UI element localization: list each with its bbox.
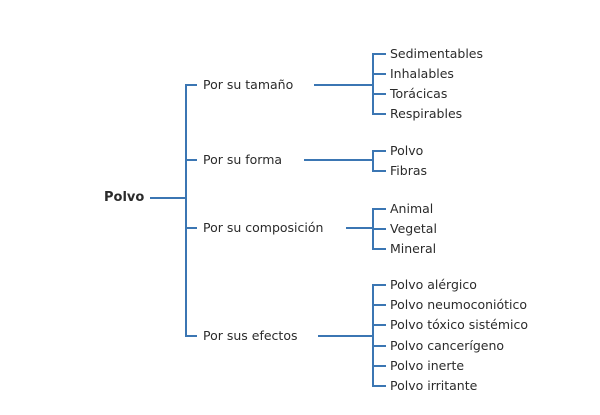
leaf-item: Respirables <box>390 106 463 121</box>
leaf-item: Polvo alérgico <box>390 277 477 292</box>
leaf-item: Inhalables <box>390 66 454 81</box>
leaf-item: Animal <box>390 201 434 216</box>
leaf-item: Torácicas <box>390 86 448 101</box>
leaf-item: Polvo neumoconiótico <box>390 297 528 312</box>
leaf-item: Polvo inerte <box>390 358 465 373</box>
branch-effects: Por sus efectos <box>203 328 298 343</box>
leaf-item: Vegetal <box>390 221 437 236</box>
branch-size: Por su tamaño <box>203 77 294 92</box>
leaf-item: Mineral <box>390 241 437 256</box>
leaf-item: Polvo <box>390 143 424 158</box>
branch-shape: Por su forma <box>203 152 283 167</box>
leaf-item: Fibras <box>390 163 427 178</box>
root-node: Polvo <box>104 190 145 205</box>
branch-composition: Por su composición <box>203 220 324 235</box>
leaf-item: Polvo cancerígeno <box>390 338 505 353</box>
leaf-item: Polvo irritante <box>390 378 478 393</box>
leaf-item: Sedimentables <box>390 46 483 61</box>
leaf-item: Polvo tóxico sistémico <box>390 317 529 332</box>
